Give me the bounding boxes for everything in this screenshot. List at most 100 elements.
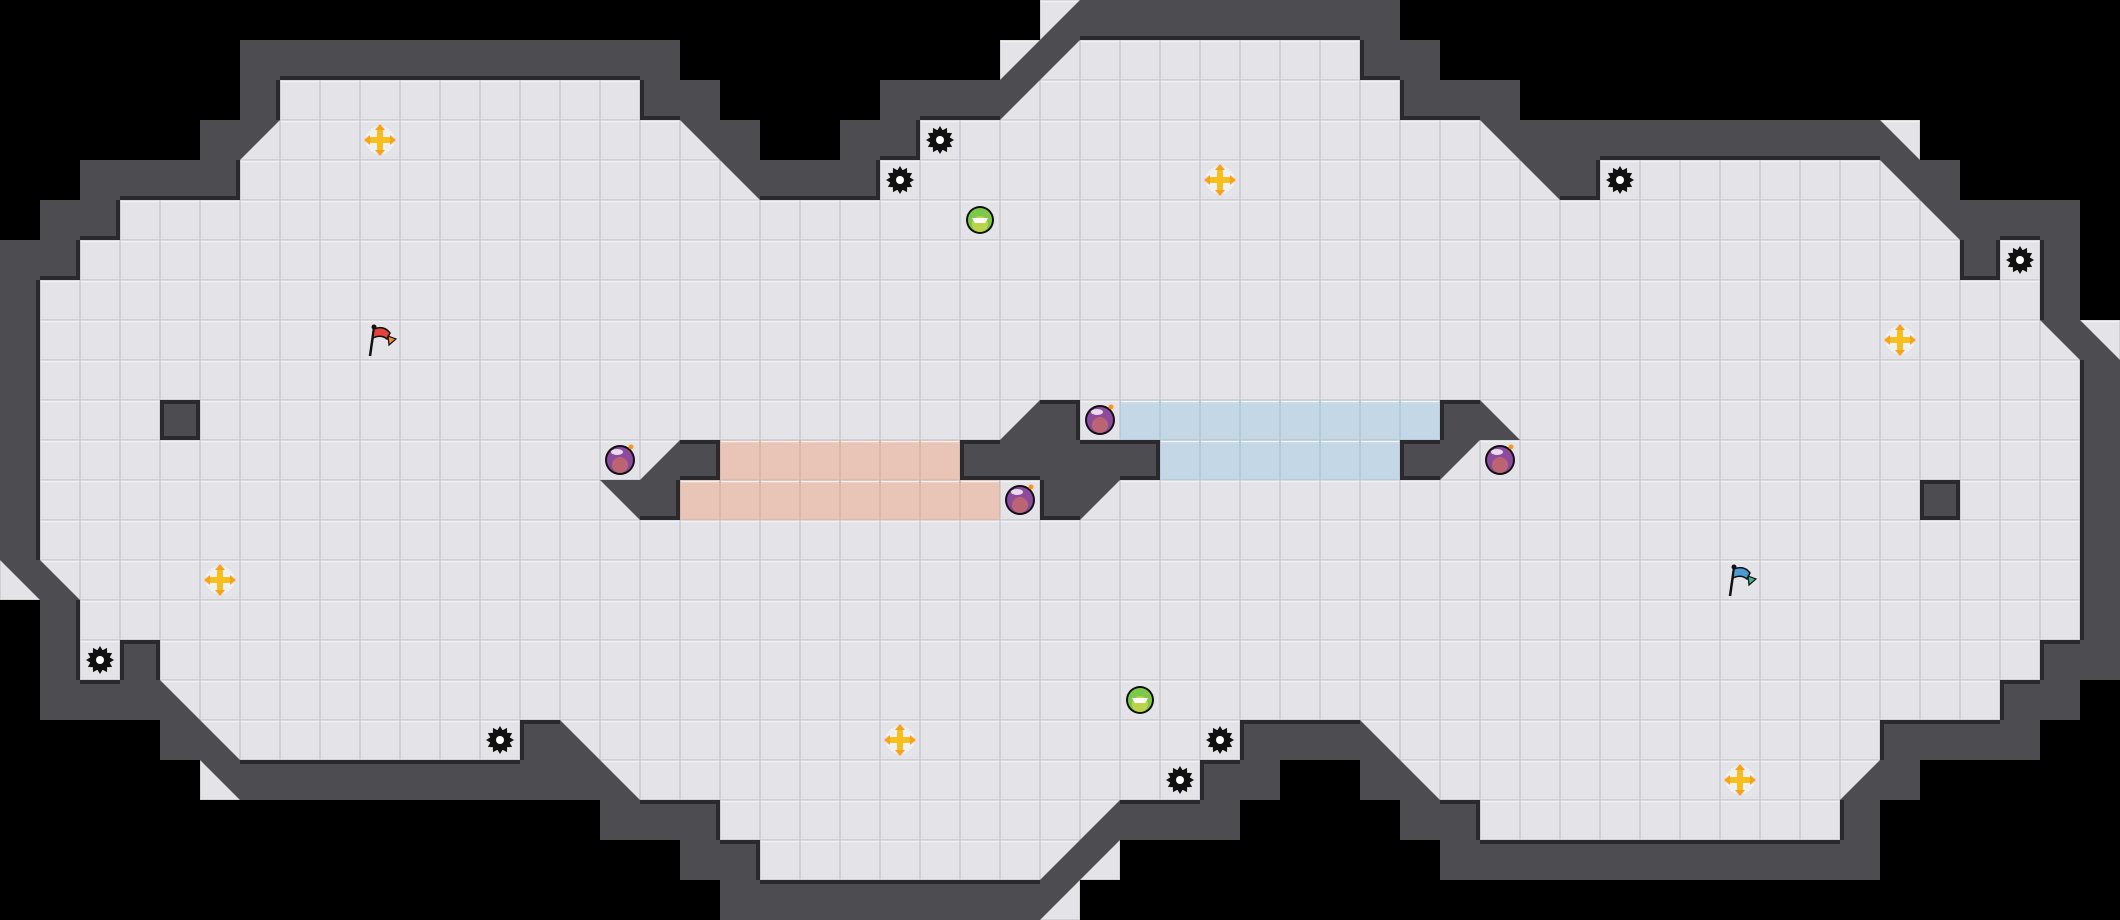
diagonal-wall-tile xyxy=(1000,80,1040,120)
floor-tile xyxy=(1160,320,1200,360)
floor-tile xyxy=(1880,400,1920,440)
floor-tile xyxy=(1760,560,1800,600)
diagonal-wall-tile xyxy=(1400,760,1440,800)
floor-tile xyxy=(1200,80,1240,120)
floor-tile xyxy=(1920,640,1960,680)
floor-tile xyxy=(1440,560,1480,600)
floor-tile xyxy=(200,440,240,480)
floor-tile xyxy=(1320,200,1360,240)
wall-tile xyxy=(1480,80,1520,120)
floor-tile xyxy=(760,520,800,560)
wall-tile xyxy=(1200,760,1240,800)
floor-tile xyxy=(1280,240,1320,280)
diagonal-wall-tile xyxy=(1480,400,1520,440)
floor-tile xyxy=(320,400,360,440)
floor-tile xyxy=(1280,80,1320,120)
floor-tile xyxy=(1760,280,1800,320)
floor-tile xyxy=(720,280,760,320)
floor-tile xyxy=(960,520,1000,560)
floor-tile xyxy=(2000,360,2040,400)
floor-tile xyxy=(1520,400,1560,440)
floor-tile xyxy=(720,800,760,840)
floor-tile xyxy=(920,720,960,760)
floor-tile xyxy=(1720,680,1760,720)
red-gate-tile xyxy=(720,480,760,520)
floor-tile xyxy=(1960,560,2000,600)
floor-tile xyxy=(720,560,760,600)
wall-tile xyxy=(1040,440,1080,480)
floor-tile xyxy=(1800,280,1840,320)
floor-tile xyxy=(160,240,200,280)
floor-tile xyxy=(520,680,560,720)
red-gate-tile xyxy=(760,440,800,480)
wall-tile xyxy=(960,880,1000,920)
floor-tile xyxy=(1280,200,1320,240)
floor-tile xyxy=(720,760,760,800)
floor-tile xyxy=(240,560,280,600)
floor-tile xyxy=(280,440,320,480)
floor-tile xyxy=(960,760,1000,800)
floor-tile xyxy=(1160,600,1200,640)
floor-tile xyxy=(640,280,680,320)
floor-tile xyxy=(1800,760,1840,800)
floor-tile xyxy=(920,640,960,680)
floor-tile xyxy=(960,360,1000,400)
floor-tile xyxy=(1920,240,1960,280)
floor-tile xyxy=(280,480,320,520)
floor-tile xyxy=(1680,480,1720,520)
floor-tile xyxy=(1680,520,1720,560)
floor-tile xyxy=(1560,200,1600,240)
wall-tile xyxy=(2040,280,2080,320)
floor-tile xyxy=(1720,160,1760,200)
wall-tile xyxy=(760,160,800,200)
floor-tile xyxy=(640,400,680,440)
diagonal-wall-tile xyxy=(600,760,640,800)
floor-tile xyxy=(200,280,240,320)
floor-tile xyxy=(400,520,440,560)
floor-tile xyxy=(1320,120,1360,160)
floor-tile xyxy=(480,240,520,280)
floor-tile xyxy=(120,200,160,240)
floor-tile xyxy=(1600,760,1640,800)
wall-tile xyxy=(2000,680,2040,720)
wall-tile xyxy=(200,120,240,160)
floor-tile xyxy=(920,240,960,280)
floor-tile xyxy=(1520,560,1560,600)
floor-tile xyxy=(1600,280,1640,320)
floor-tile xyxy=(360,80,400,120)
floor-tile xyxy=(400,360,440,400)
floor-tile xyxy=(1600,320,1640,360)
floor-tile xyxy=(1440,680,1480,720)
floor-tile xyxy=(480,320,520,360)
wall-tile xyxy=(1320,0,1360,40)
floor-tile xyxy=(240,480,280,520)
floor-tile xyxy=(40,280,80,320)
floor-tile xyxy=(1160,560,1200,600)
floor-tile xyxy=(1320,560,1360,600)
floor-tile xyxy=(1760,720,1800,760)
floor-tile xyxy=(880,640,920,680)
diagonal-wall-tile xyxy=(1880,120,1920,160)
red-gate-tile xyxy=(920,480,960,520)
floor-tile xyxy=(1640,720,1680,760)
floor-tile xyxy=(320,360,360,400)
wall-tile xyxy=(2080,480,2120,520)
floor-tile xyxy=(80,560,120,600)
floor-tile xyxy=(960,800,1000,840)
floor-tile xyxy=(400,80,440,120)
floor-tile xyxy=(80,360,120,400)
floor-tile xyxy=(1000,680,1040,720)
floor-tile xyxy=(1880,280,1920,320)
floor-tile xyxy=(1040,600,1080,640)
floor-tile xyxy=(120,480,160,520)
floor-tile xyxy=(1400,240,1440,280)
wall-tile xyxy=(1880,720,1920,760)
floor-tile xyxy=(240,200,280,240)
floor-tile xyxy=(1520,320,1560,360)
floor-tile xyxy=(1240,520,1280,560)
floor-tile xyxy=(840,720,880,760)
floor-tile xyxy=(880,360,920,400)
diagonal-wall-tile xyxy=(1040,840,1080,880)
floor-tile xyxy=(2000,560,2040,600)
floor-tile xyxy=(560,440,600,480)
